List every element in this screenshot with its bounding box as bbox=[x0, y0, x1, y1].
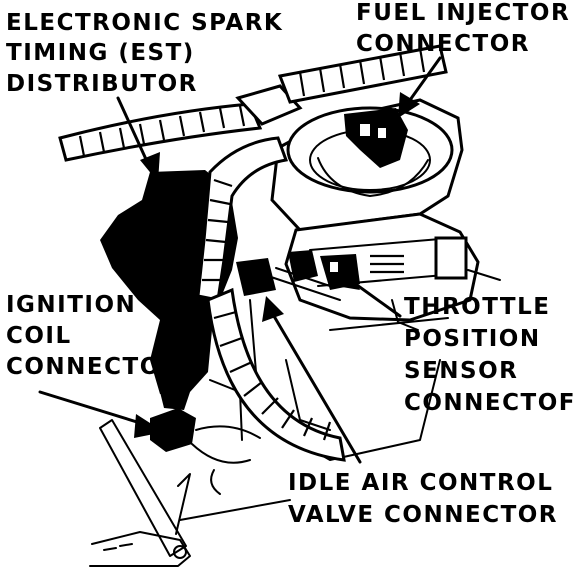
arrow-est-distributor bbox=[116, 96, 152, 170]
arrow-fuel-injector bbox=[408, 56, 442, 102]
wiring-harness-side bbox=[196, 136, 346, 462]
ignition-coil-assembly bbox=[89, 408, 261, 567]
label-throttle-position: THROTTLE POSITION SENSOR CONNECTOF bbox=[404, 294, 576, 416]
svg-text:VALVE CONNECTOR: VALVE CONNECTOR bbox=[288, 502, 558, 528]
arrow-ignition-coil bbox=[38, 390, 152, 428]
arrow-throttle-position bbox=[348, 278, 402, 318]
svg-text:THROTTLE: THROTTLE bbox=[404, 294, 550, 320]
svg-text:POSITION: POSITION bbox=[404, 326, 541, 352]
distributor-body bbox=[100, 170, 238, 410]
svg-text:IGNITION: IGNITION bbox=[6, 292, 136, 318]
svg-text:COIL: COIL bbox=[6, 323, 72, 349]
arrow-idle-air-control bbox=[266, 304, 362, 464]
svg-text:IDLE AIR CONTROL: IDLE AIR CONTROL bbox=[288, 470, 553, 496]
wiring-harness-top bbox=[58, 44, 448, 162]
svg-text:DISTRIBUTOR: DISTRIBUTOR bbox=[6, 71, 198, 97]
svg-text:CONNECTOF: CONNECTOF bbox=[404, 390, 576, 416]
svg-text:CONNECTOR: CONNECTOR bbox=[6, 354, 180, 380]
label-est-distributor: ELECTRONIC SPARK TIMING (EST) DISTRIBUTO… bbox=[6, 10, 283, 97]
svg-text:ELECTRONIC SPARK: ELECTRONIC SPARK bbox=[6, 10, 283, 36]
svg-text:SENSOR: SENSOR bbox=[404, 358, 518, 384]
svg-text:FUEL INJECTOR: FUEL INJECTOR bbox=[356, 0, 570, 26]
label-fuel-injector: FUEL INJECTOR CONNECTOR bbox=[356, 0, 570, 57]
throttle-body bbox=[270, 98, 480, 322]
svg-text:CONNECTOR: CONNECTOR bbox=[356, 31, 530, 57]
leader-arrows bbox=[38, 56, 442, 521]
label-ignition-coil: IGNITION COIL CONNECTOR bbox=[6, 292, 180, 380]
svg-text:TIMING (EST): TIMING (EST) bbox=[6, 40, 195, 66]
label-idle-air-control: IDLE AIR CONTROL VALVE CONNECTOR bbox=[288, 470, 558, 528]
